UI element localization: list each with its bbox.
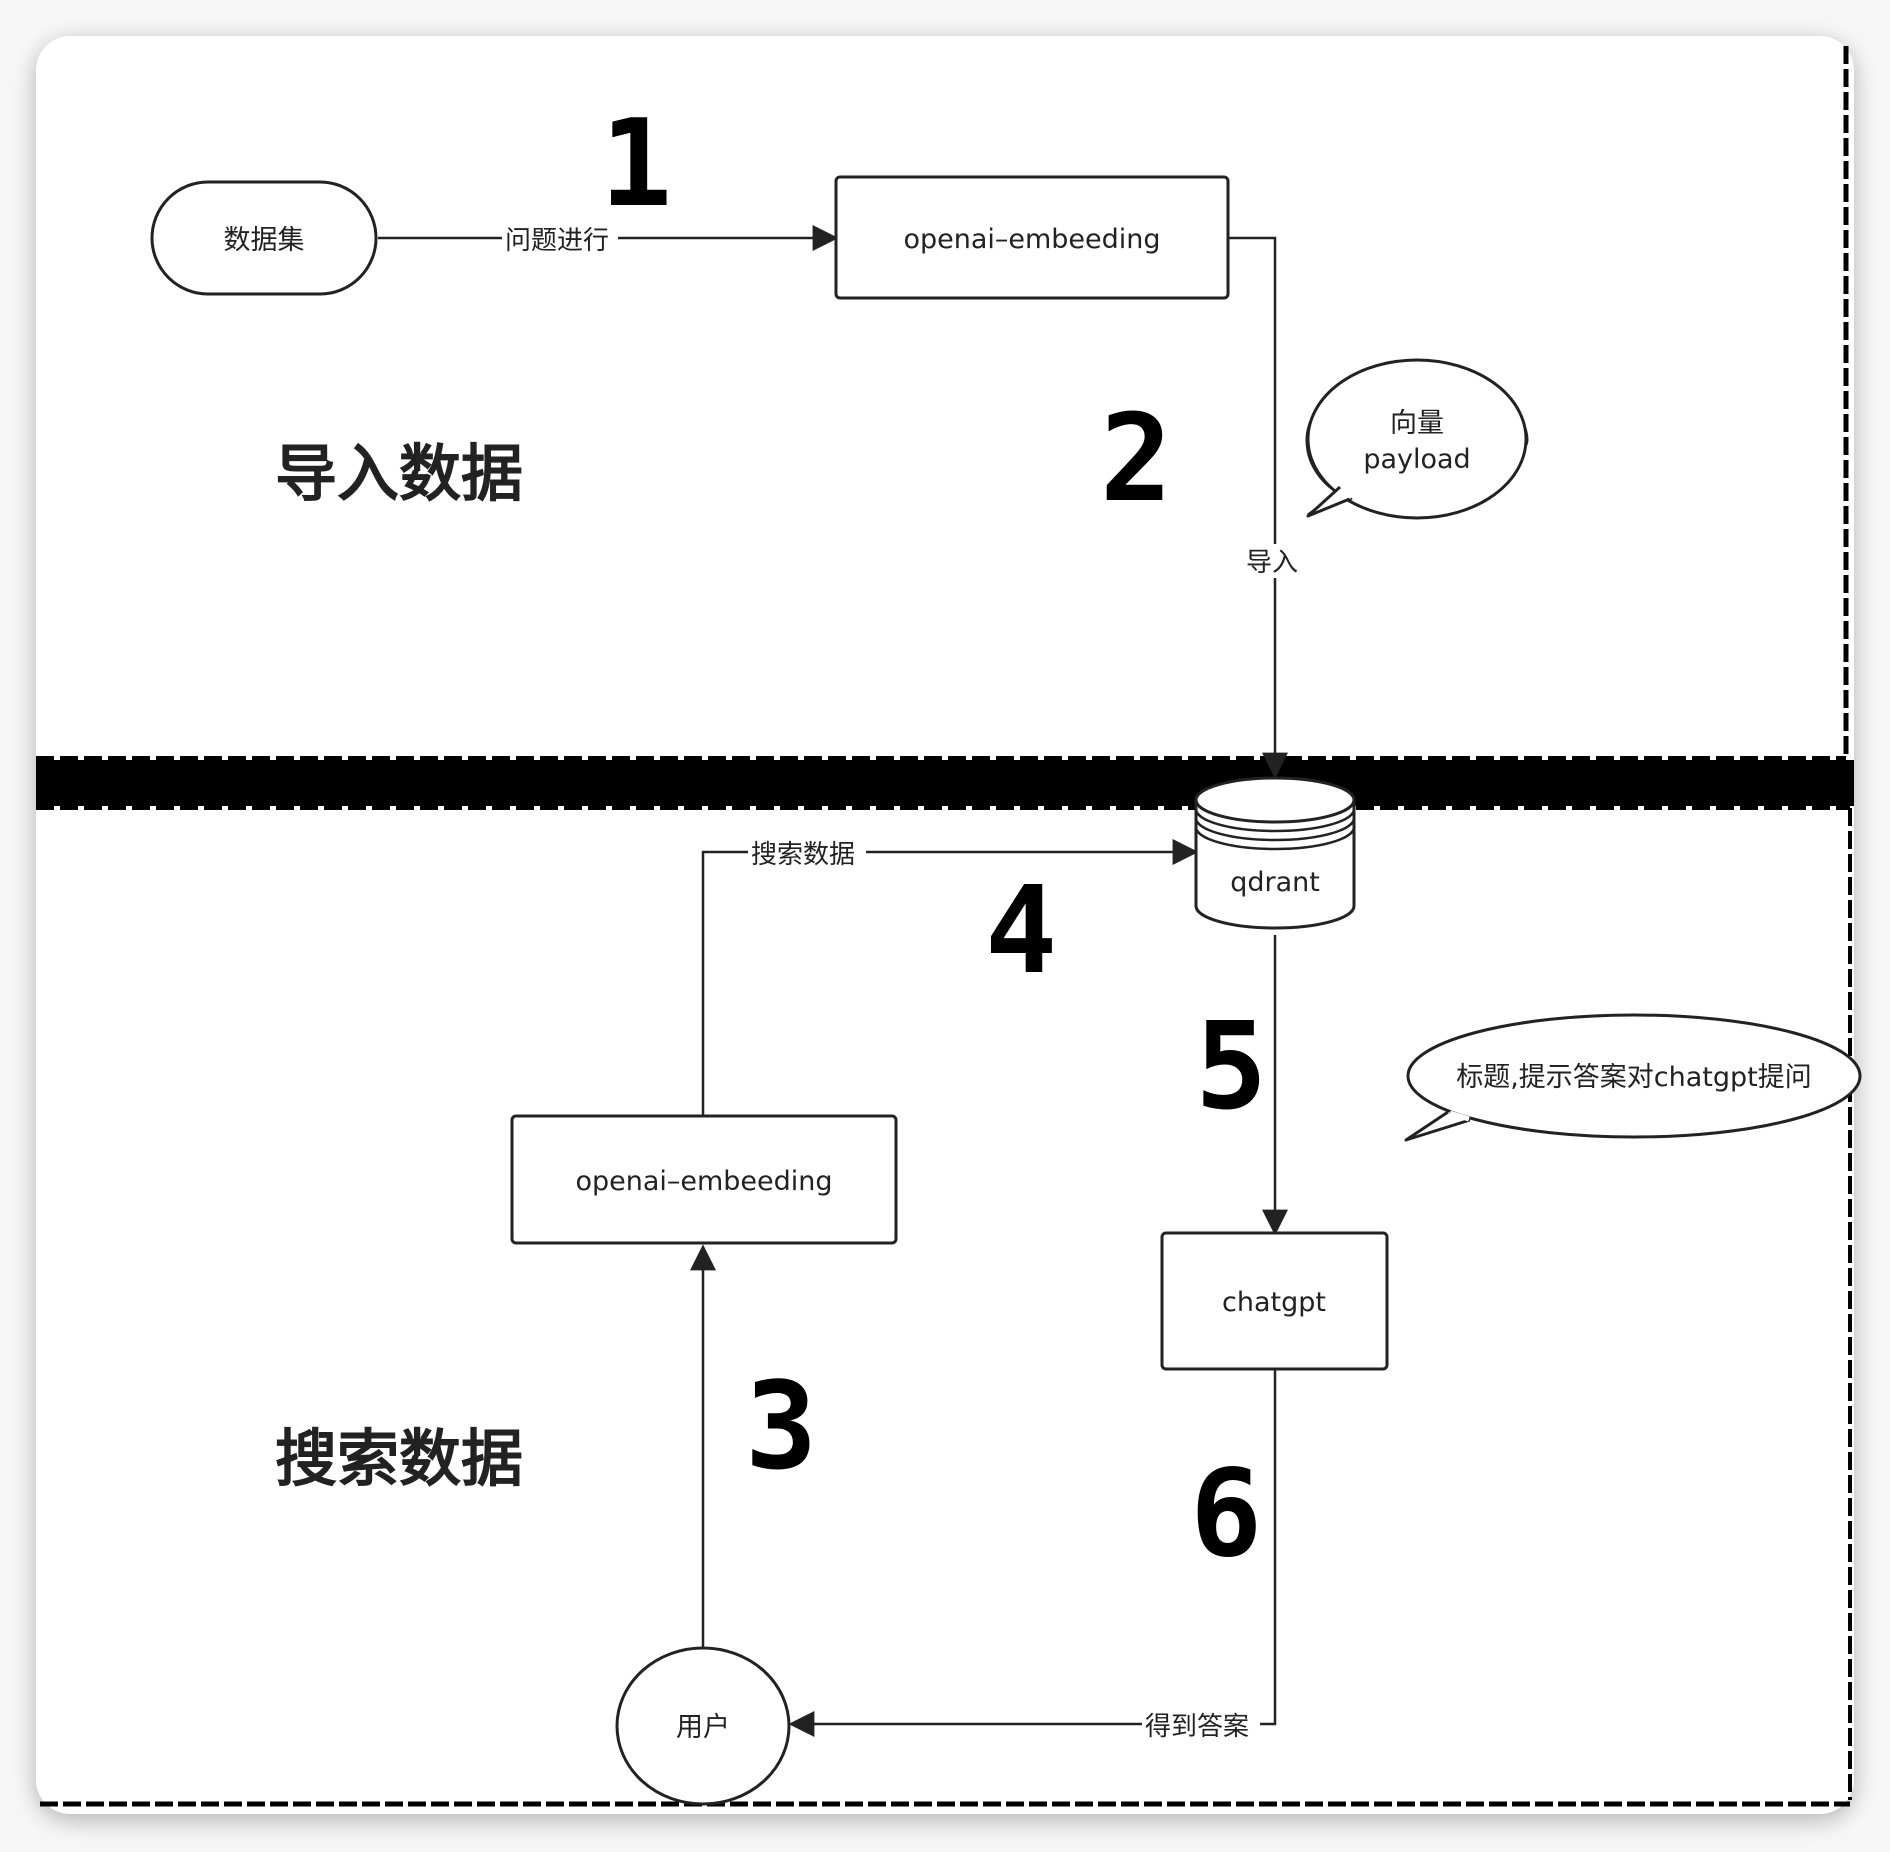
diagram-card: [36, 36, 1854, 1814]
vector-bubble-line1: 向量: [1390, 408, 1444, 439]
edge-label-answer: 得到答案: [1145, 1712, 1249, 1742]
step-number-4: 4: [985, 862, 1057, 1001]
chatgpt-node: chatgpt: [1160, 1231, 1389, 1371]
search-section-title: 搜索数据: [275, 1422, 523, 1495]
edge-label-import: 导入: [1246, 548, 1298, 578]
user-node: 用户: [615, 1646, 791, 1806]
dataset-node-label: 数据集: [224, 225, 305, 256]
edge-chatgpt-to-user: [788, 1370, 1277, 1737]
qdrant-node: qdrant: [1194, 776, 1356, 930]
lane-divider: [36, 760, 1854, 806]
prompt-bubble-label: 标题,提示答案对chatgpt提问: [1456, 1062, 1812, 1093]
edge-label-question: 问题进行: [505, 226, 609, 256]
chatgpt-node-label: chatgpt: [1222, 1287, 1326, 1318]
edge-label-search: 搜索数据: [751, 840, 855, 870]
prompt-bubble: 标题,提示答案对chatgpt提问: [1404, 1013, 1862, 1142]
step-number-5: 5: [1195, 998, 1267, 1137]
step-number-1: 1: [600, 95, 672, 234]
step-number-3: 3: [745, 1358, 817, 1497]
embedding-bottom-label: openai–embeeding: [575, 1166, 832, 1197]
edge-embedding-to-qdrant: [1228, 236, 1288, 779]
vector-payload-bubble: 向量 payload: [1305, 358, 1529, 520]
step-number-2: 2: [1100, 390, 1172, 529]
edge-embedding-to-qdrant-search: [701, 839, 1199, 1115]
dataset-node: 数据集: [150, 180, 378, 296]
vector-bubble-line2: payload: [1363, 444, 1470, 475]
embedding-top-label: openai–embeeding: [903, 224, 1160, 255]
user-node-label: 用户: [676, 1712, 730, 1743]
step-number-6: 6: [1190, 1445, 1262, 1584]
embedding-bottom-node: openai–embeeding: [510, 1114, 898, 1245]
qdrant-node-label: qdrant: [1230, 867, 1320, 898]
import-section-title: 导入数据: [275, 437, 523, 510]
embedding-top-node: openai–embeeding: [834, 175, 1230, 300]
